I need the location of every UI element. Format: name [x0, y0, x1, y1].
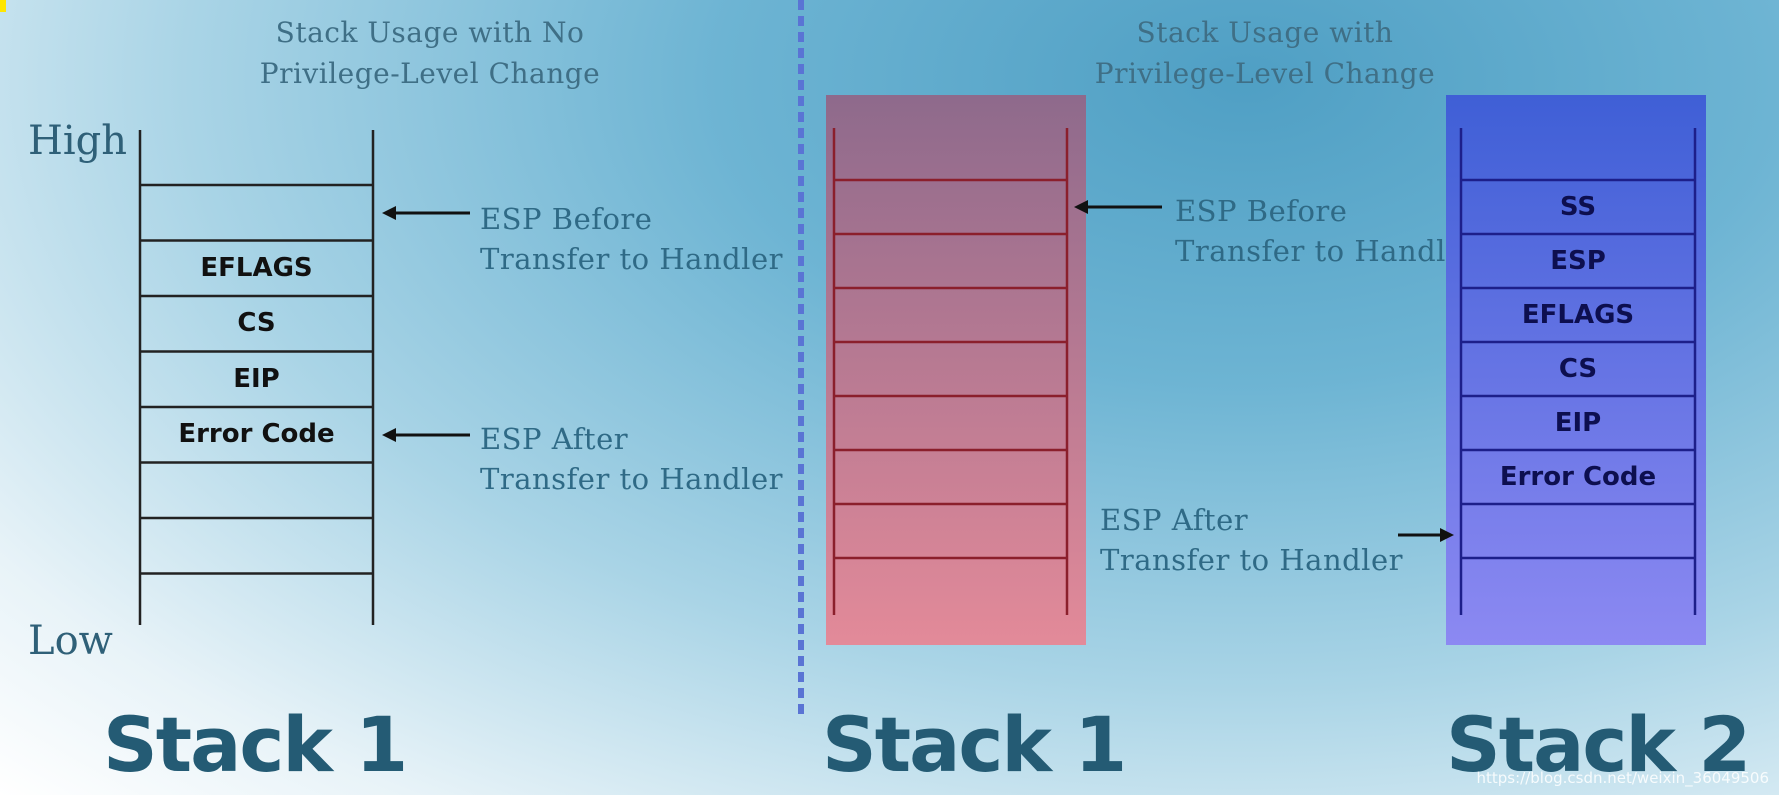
corner-marker: [0, 0, 6, 12]
left-arrows: [382, 206, 470, 442]
left-stack-cell: Error Code: [178, 419, 335, 449]
stack2-rows: [1461, 178, 1695, 560]
right-stack2-label: Stack 2: [1446, 700, 1751, 789]
right-arrow-before-head-icon: [1074, 200, 1088, 214]
stack1-background: [826, 95, 1086, 645]
stack2-cell: ESP: [1550, 246, 1606, 276]
left-title-text: Stack Usage with No Privilege-Level Chan…: [259, 16, 601, 90]
stack2-cell: Error Code: [1499, 462, 1657, 492]
left-title: Stack Usage with No Privilege-Level Chan…: [230, 12, 630, 94]
stack2-cell: SS: [1559, 192, 1597, 222]
stack2-cell: CS: [1558, 354, 1598, 384]
axis-low-label: Low: [28, 618, 113, 664]
right-title: Stack Usage with Privilege-Level Change: [1070, 12, 1460, 94]
right-title-text: Stack Usage with Privilege-Level Change: [1094, 16, 1436, 90]
stack2-diagram: [1446, 95, 1706, 645]
left-annotation-before: ESP Before Transfer to Handler: [480, 202, 783, 276]
left-stack-cell: CS: [237, 308, 276, 338]
right-stack1-label: Stack 1: [822, 700, 1127, 789]
stack1-rows: [834, 178, 1067, 560]
section-divider: [798, 0, 804, 720]
left-annotation-after: ESP After Transfer to Handler: [480, 422, 783, 496]
left-stack-rows: [140, 183, 373, 575]
right-annotation-after: ESP After Transfer to Handler: [1100, 503, 1403, 577]
right-arrow-before: [1074, 200, 1162, 214]
left-stack-diagram: [138, 130, 375, 625]
right-arrow-after: [1398, 528, 1454, 542]
arrow-after-head-icon: [382, 428, 396, 442]
stack2-background: [1446, 95, 1706, 645]
left-stack-label: Stack 1: [103, 700, 408, 789]
right-arrow-after-head-icon: [1440, 528, 1454, 542]
watermark: https://blog.csdn.net/weixin_36049506: [1476, 769, 1769, 787]
axis-high-label: High: [28, 118, 128, 164]
arrow-before-head-icon: [382, 206, 396, 220]
stack2-cell: EIP: [1554, 408, 1602, 438]
left-stack-cell: EIP: [233, 363, 280, 394]
left-stack-cell: EFLAGS: [200, 252, 313, 283]
stack2-cell: EFLAGS: [1521, 300, 1635, 330]
right-annotation-before: ESP Before Transfer to Handler: [1175, 194, 1478, 268]
stack1-diagram: [826, 95, 1086, 645]
